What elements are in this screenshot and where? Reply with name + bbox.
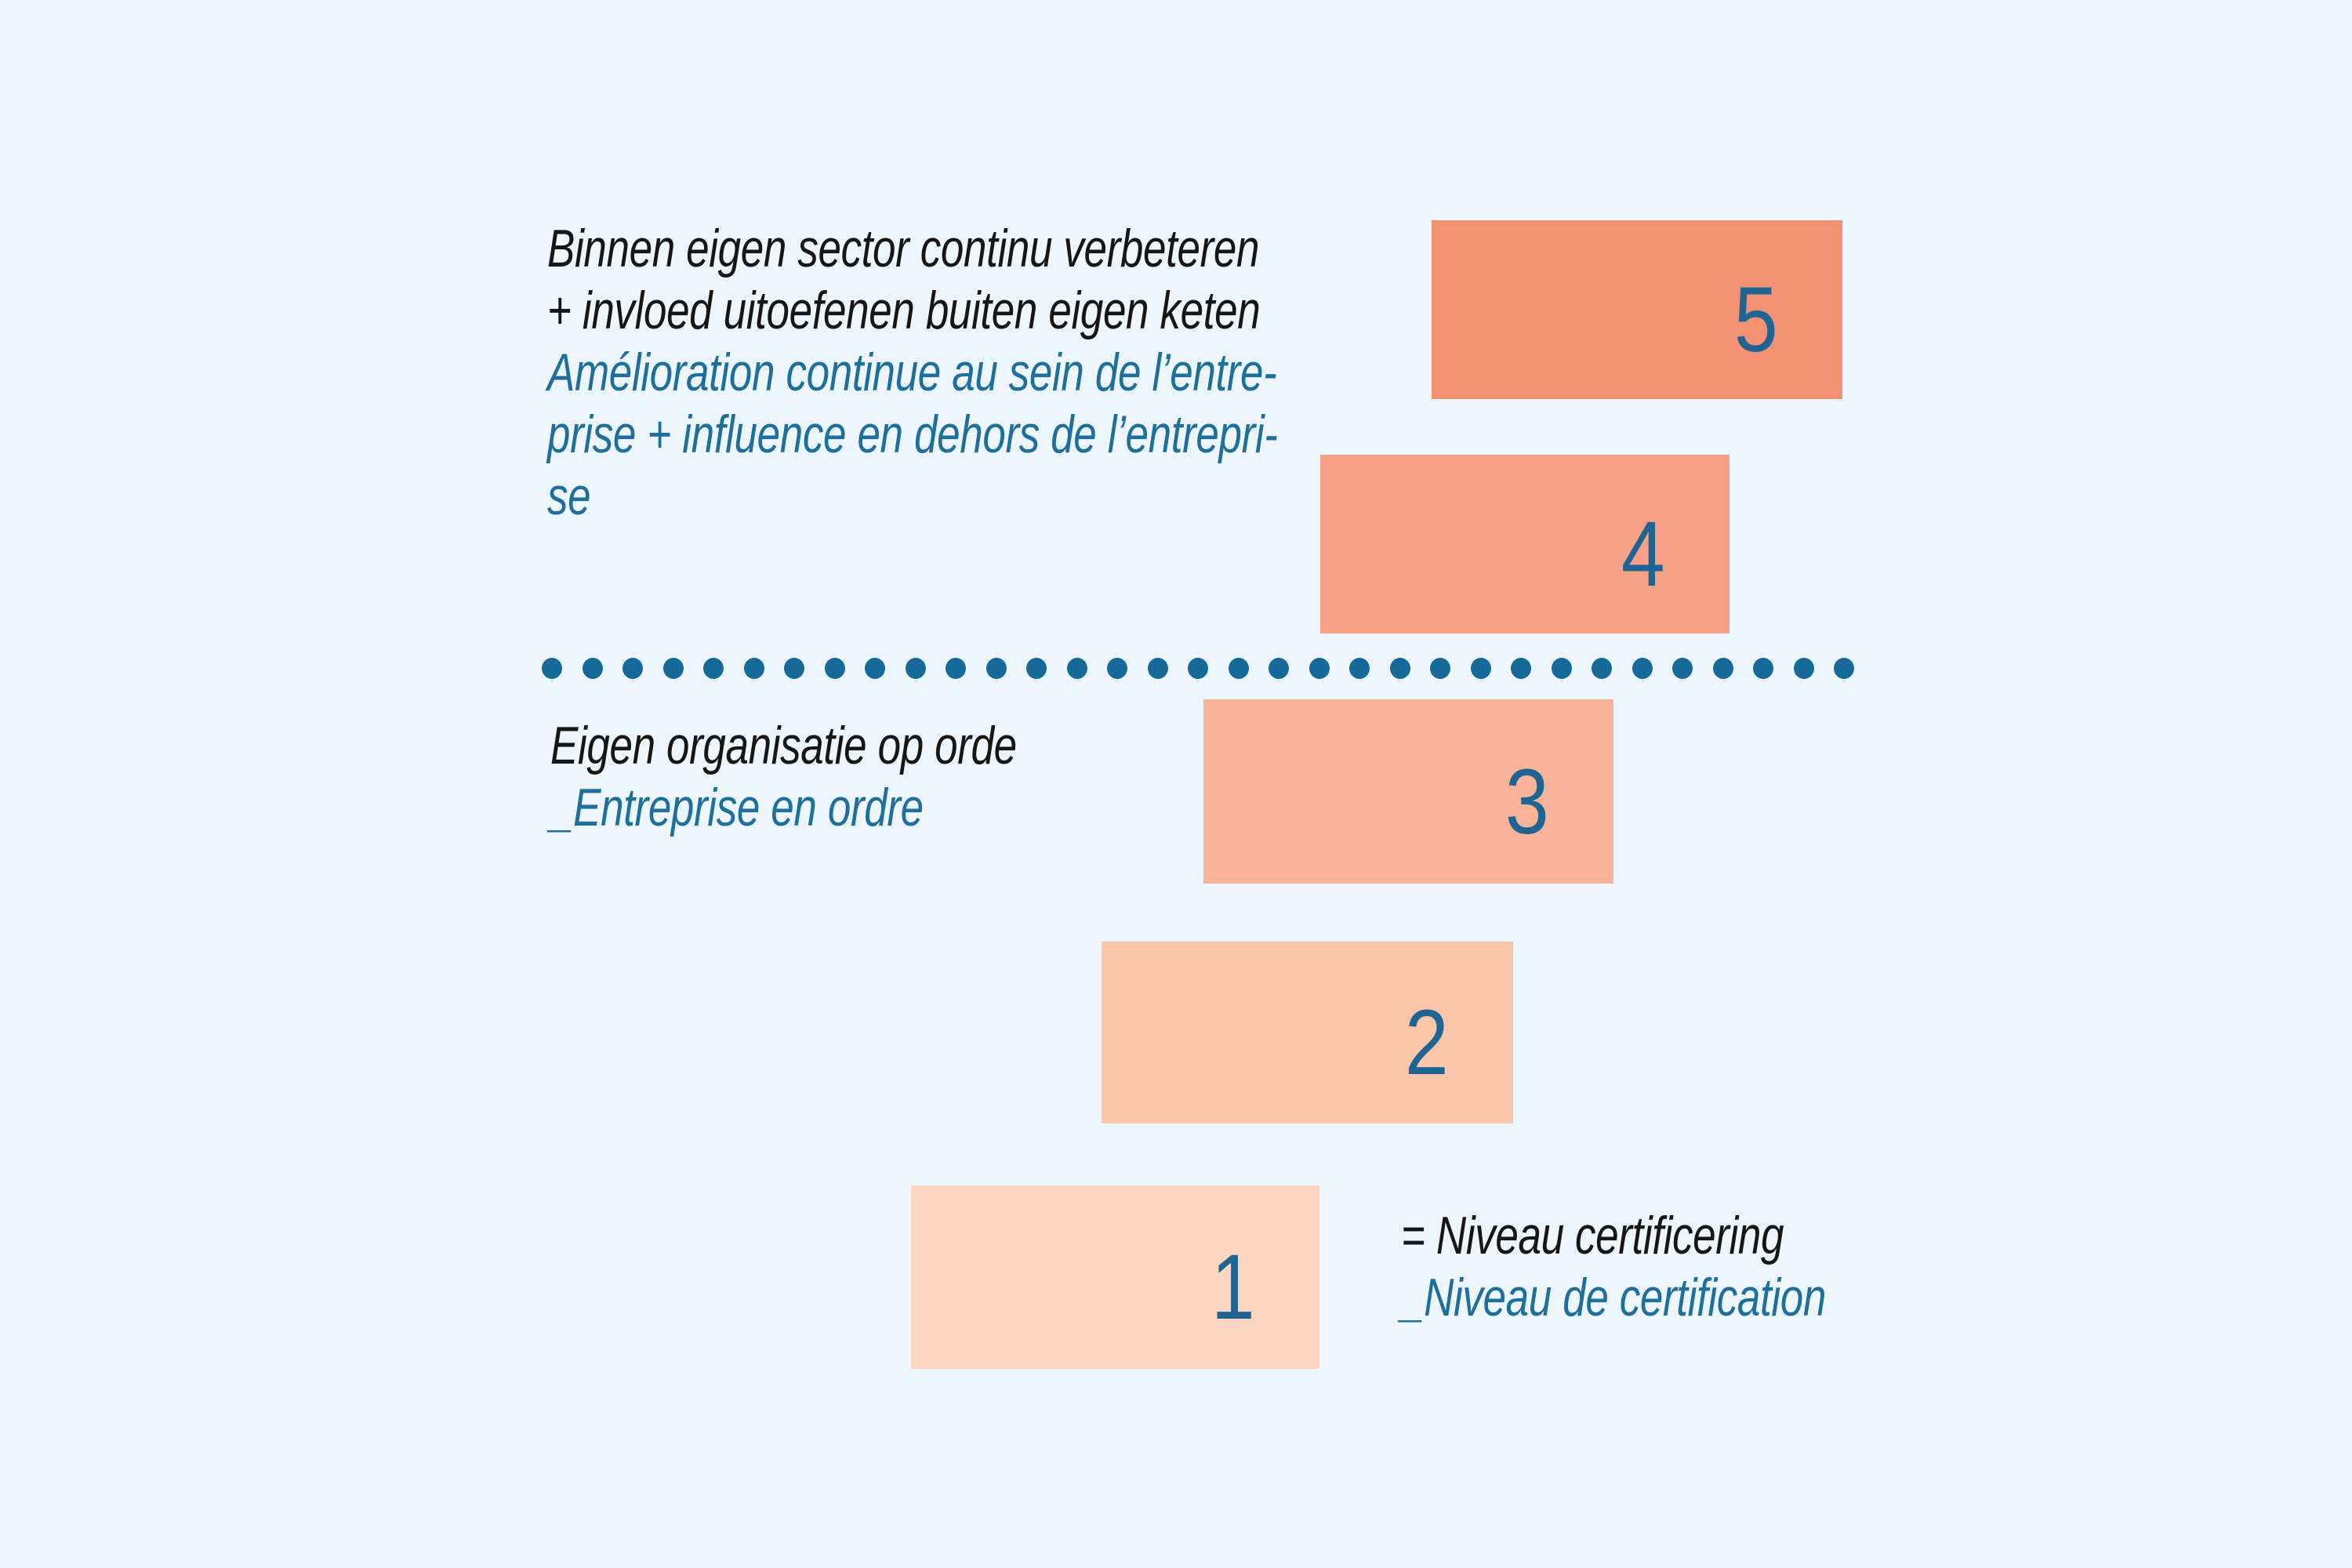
note-line: _Niveau de certification — [1401, 1268, 1826, 1327]
separator-dot — [542, 658, 562, 679]
separator-dot — [1389, 658, 1410, 679]
levels-1-3-caption: Eigen organisatie op orde_Entreprise en … — [550, 715, 1149, 839]
dotted-separator — [542, 658, 1854, 679]
separator-dot — [865, 658, 885, 679]
note-line: prise + influence en dehors de l’entrepr… — [547, 405, 1278, 464]
legend-caption: = Niveau certificering_Niveau de certifi… — [1401, 1205, 1946, 1329]
separator-dot — [703, 658, 724, 679]
levels-4-5-caption: Binnen eigen sector continu verbeteren+ … — [547, 218, 1483, 528]
level-4-number: 4 — [1621, 503, 1666, 606]
level-3-number: 3 — [1505, 750, 1550, 854]
separator-dot — [1632, 658, 1653, 679]
level-1-number: 1 — [1211, 1236, 1256, 1339]
separator-dot — [1551, 658, 1572, 679]
separator-dot — [905, 658, 926, 679]
separator-dot — [1793, 658, 1814, 679]
separator-dot — [743, 658, 764, 679]
separator-dot — [1269, 658, 1289, 679]
note-line: Amélioration continue au sein de l’entre… — [547, 343, 1277, 402]
separator-dot — [985, 658, 1007, 679]
note-line: se — [547, 466, 591, 526]
note-line: = Niveau certificering — [1401, 1206, 1784, 1265]
level-1-box: 1 — [911, 1185, 1319, 1369]
separator-dot — [1107, 658, 1127, 679]
separator-dot — [1188, 658, 1208, 679]
separator-dot — [1753, 658, 1773, 679]
separator-dot — [1349, 658, 1370, 679]
level-2-number: 2 — [1405, 991, 1450, 1094]
level-5-box: 5 — [1432, 220, 1842, 399]
separator-dot — [1066, 658, 1087, 679]
separator-dot — [662, 658, 684, 679]
level-5-number: 5 — [1734, 268, 1779, 372]
separator-dot — [1147, 658, 1168, 679]
separator-dot — [784, 658, 804, 679]
note-line: _Entreprise en ordre — [550, 778, 924, 837]
level-4-box: 4 — [1320, 455, 1730, 633]
separator-dot — [1430, 658, 1450, 679]
separator-dot — [1470, 658, 1491, 679]
level-3-box: 3 — [1203, 699, 1613, 884]
separator-dot — [824, 658, 845, 679]
separator-dot — [1592, 658, 1612, 679]
separator-dot — [1308, 658, 1330, 679]
separator-dot — [1672, 658, 1693, 679]
separator-dot — [1712, 658, 1733, 679]
separator-dot — [1228, 658, 1249, 679]
note-line: Eigen organisatie op orde — [550, 716, 1017, 775]
separator-dot — [1834, 658, 1854, 679]
note-line: Binnen eigen sector continu verbeteren — [547, 219, 1260, 278]
separator-dot — [622, 658, 643, 679]
separator-dot — [946, 658, 966, 679]
separator-dot — [1026, 658, 1047, 679]
level-2-box: 2 — [1102, 942, 1513, 1123]
separator-dot — [1511, 658, 1531, 679]
note-line: + invloed uitoefenen buiten eigen keten — [547, 281, 1261, 340]
separator-dot — [582, 658, 603, 679]
